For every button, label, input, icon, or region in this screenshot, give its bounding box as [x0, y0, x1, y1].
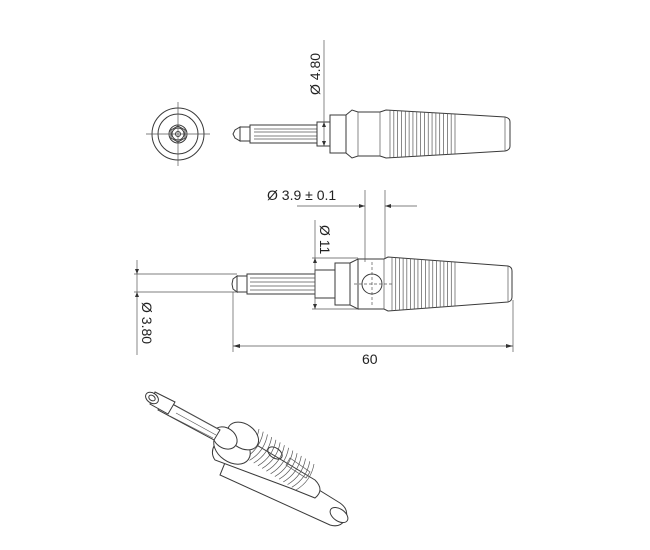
dim-arrow — [233, 344, 240, 348]
body-ribs — [389, 110, 456, 158]
iso-rib-line — [261, 442, 281, 469]
iso-rib-line — [266, 445, 285, 472]
body-front-ring — [334, 262, 351, 306]
iso-pin-slot — [169, 415, 214, 439]
dim-arrow — [135, 292, 139, 297]
side-view-top: Ø 4.80 — [232, 40, 511, 159]
dim-arrow — [322, 122, 326, 127]
iso-pin-slot — [179, 407, 219, 430]
dim-label-collar-diameter: Ø 4.80 — [307, 53, 323, 95]
side-view-dimensioned: Ø 3.9 ± 0.1 Ø 11 Ø 3.80 60 — [134, 187, 514, 367]
iso-slot — [285, 457, 311, 479]
isometric-view — [145, 391, 349, 527]
dim-arrow — [506, 344, 513, 348]
dim-arrow — [385, 204, 391, 208]
dim-arrow — [359, 204, 365, 208]
pin-tip — [231, 275, 238, 293]
dim-label-body-diameter: Ø 11 — [317, 225, 333, 255]
iso-sleeve-end-cap — [329, 506, 349, 524]
iso-rib-line — [295, 463, 315, 491]
pin-collar — [314, 269, 336, 299]
dim-label-overall-length: 60 — [362, 351, 378, 367]
dim-arrow — [322, 141, 326, 146]
body-front-ring — [329, 114, 347, 154]
pin-tip — [232, 126, 241, 142]
end-view — [146, 102, 210, 166]
pin-body — [246, 273, 316, 295]
dim-arrow — [313, 258, 317, 263]
dim-label-hole-diameter: Ø 3.9 ± 0.1 — [267, 187, 336, 203]
iso-pin-tip-face — [145, 391, 159, 405]
dim-arrow — [135, 269, 139, 274]
pin-tip-collar — [239, 126, 251, 142]
dim-arrow — [313, 304, 317, 309]
iso-rib-line — [270, 447, 289, 475]
iso-pin-slot — [175, 412, 217, 436]
pin-body — [249, 124, 318, 144]
pin-tip-collar — [236, 275, 248, 293]
body-ribs — [391, 257, 456, 311]
iso-cross-hole — [267, 446, 283, 460]
iso-rib-line — [249, 434, 268, 461]
dim-label-pin-diameter: Ø 3.80 — [139, 302, 155, 344]
iso-rib-line — [253, 437, 273, 464]
iso-pin-tip-hole — [148, 394, 156, 402]
